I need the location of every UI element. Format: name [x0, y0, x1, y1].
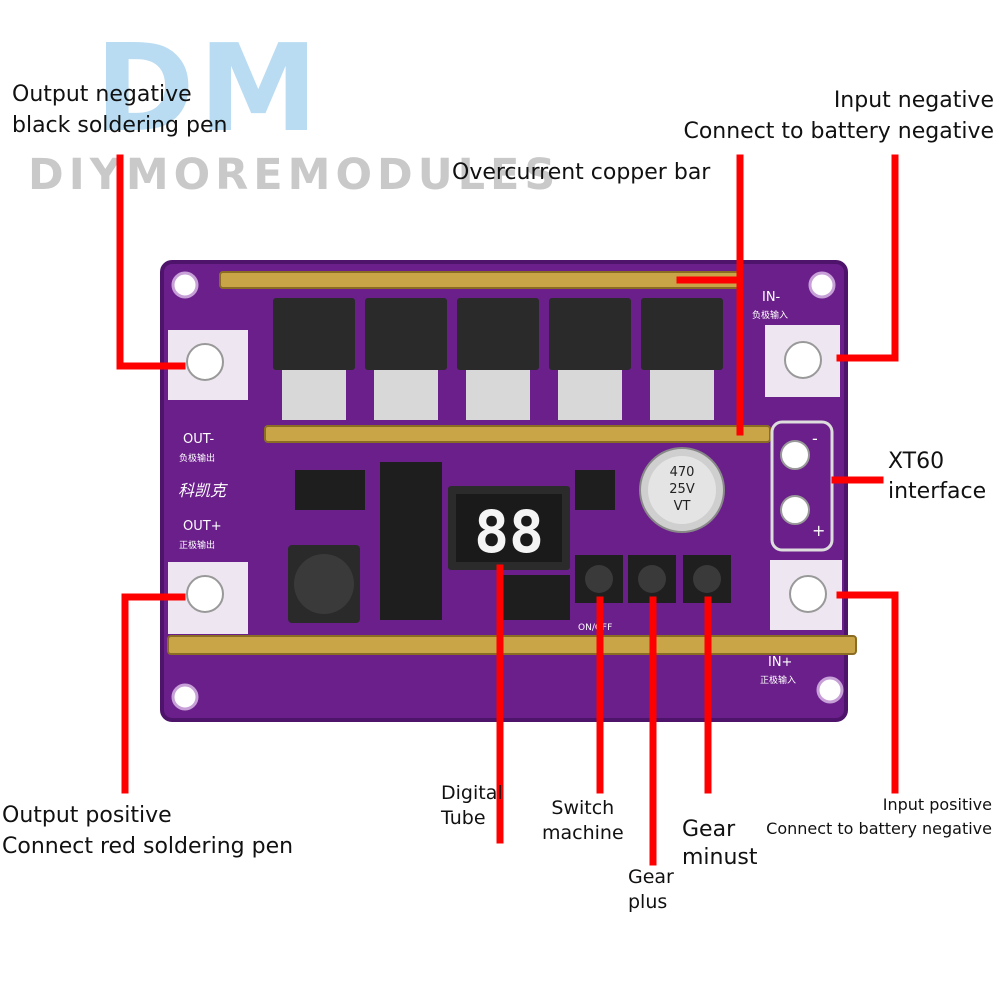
label-gear-plus: Gear plus [628, 865, 674, 915]
callout-line-input-positive [836, 591, 899, 794]
label-line: Tube [441, 807, 486, 829]
ic-chip [500, 575, 570, 620]
callout-lines [116, 154, 899, 866]
brand-watermark: DIYMOREMODULES [28, 150, 561, 200]
silk-brand: 科凯克 [178, 481, 228, 500]
switch-button [575, 555, 623, 603]
mount-hole-icon [171, 683, 199, 711]
silk-out-neg-cn: 负极输出 [179, 452, 215, 464]
pad-in-pos [770, 560, 842, 630]
label-line: Digital [441, 782, 503, 804]
label-line: Output positive [2, 803, 172, 828]
ic-chip [575, 470, 615, 510]
label-line: Gear [682, 817, 736, 842]
label-line: Input negative [833, 88, 994, 113]
label-line: interface [888, 479, 987, 504]
silk-in-pos: IN+ [768, 655, 792, 670]
brand-logo: DM [95, 20, 323, 159]
label-line: Input positive [882, 795, 992, 814]
silk-out-neg: OUT- [183, 432, 214, 447]
callout-line-output-positive [121, 593, 186, 794]
capacitor [639, 447, 725, 533]
label-gear-minus: Gear minust [682, 816, 758, 872]
callout-line-input-negative [836, 154, 899, 362]
label-digital-tube: Digital Tube [441, 781, 503, 831]
gear-minus-button [683, 555, 731, 603]
label-overcurrent-copper-bar: Overcurrent copper bar [452, 160, 711, 185]
digital-tube [448, 486, 570, 570]
silk-out-pos: OUT+ [183, 519, 222, 534]
display-digits: 88 [474, 498, 544, 566]
label-line: minust [682, 845, 758, 870]
xt60-connector [770, 420, 834, 552]
silk-out-pos-cn: 正极输出 [179, 539, 215, 551]
silk-minus: - [812, 429, 818, 448]
copper-bar-middle [264, 425, 771, 443]
ic-chip [295, 470, 365, 510]
mount-hole-icon [816, 676, 844, 704]
mount-hole-icon [808, 271, 836, 299]
cap-voltage: 25V [669, 482, 695, 497]
label-xt60: XT60 interface [888, 447, 986, 507]
pad-in-neg [765, 325, 840, 397]
label-output-positive: Output positive Connect red soldering pe… [2, 800, 293, 862]
mount-hole-icon [171, 271, 199, 299]
label-line: Connect to battery negative [683, 119, 994, 144]
cap-value: 470 [670, 465, 695, 480]
cap-series: VT [674, 499, 691, 514]
label-line: Output negative [12, 82, 192, 107]
label-line: Gear [628, 866, 674, 888]
silk-plus: + [812, 521, 825, 540]
label-line: Connect to battery negative [766, 819, 992, 838]
silk-on-off: ON/OFF [578, 623, 612, 633]
gear-plus-button [628, 555, 676, 603]
label-switch-machine: Switch machine [542, 796, 624, 846]
copper-bar-bottom [167, 635, 857, 655]
label-output-negative: Output negative black soldering pen [12, 79, 227, 141]
callout-line-output-negative [116, 154, 186, 370]
copper-bar-top [219, 271, 741, 289]
mosfet-row [273, 298, 723, 420]
label-line: XT60 [888, 449, 945, 474]
silk-in-pos-cn: 正极输入 [760, 674, 796, 686]
label-line: black soldering pen [12, 113, 228, 138]
silk-in-neg-cn: 负极输入 [752, 309, 788, 321]
label-line: machine [542, 822, 624, 844]
label-line: Connect red soldering pen [2, 834, 294, 859]
label-input-negative: Input negative Connect to battery negati… [683, 85, 994, 147]
label-line: plus [628, 891, 668, 913]
silk-in-neg: IN- [762, 290, 781, 305]
label-line: Switch [551, 797, 615, 819]
ic-chip [380, 462, 442, 620]
label-input-positive: Input positive Connect to battery negati… [766, 793, 992, 841]
